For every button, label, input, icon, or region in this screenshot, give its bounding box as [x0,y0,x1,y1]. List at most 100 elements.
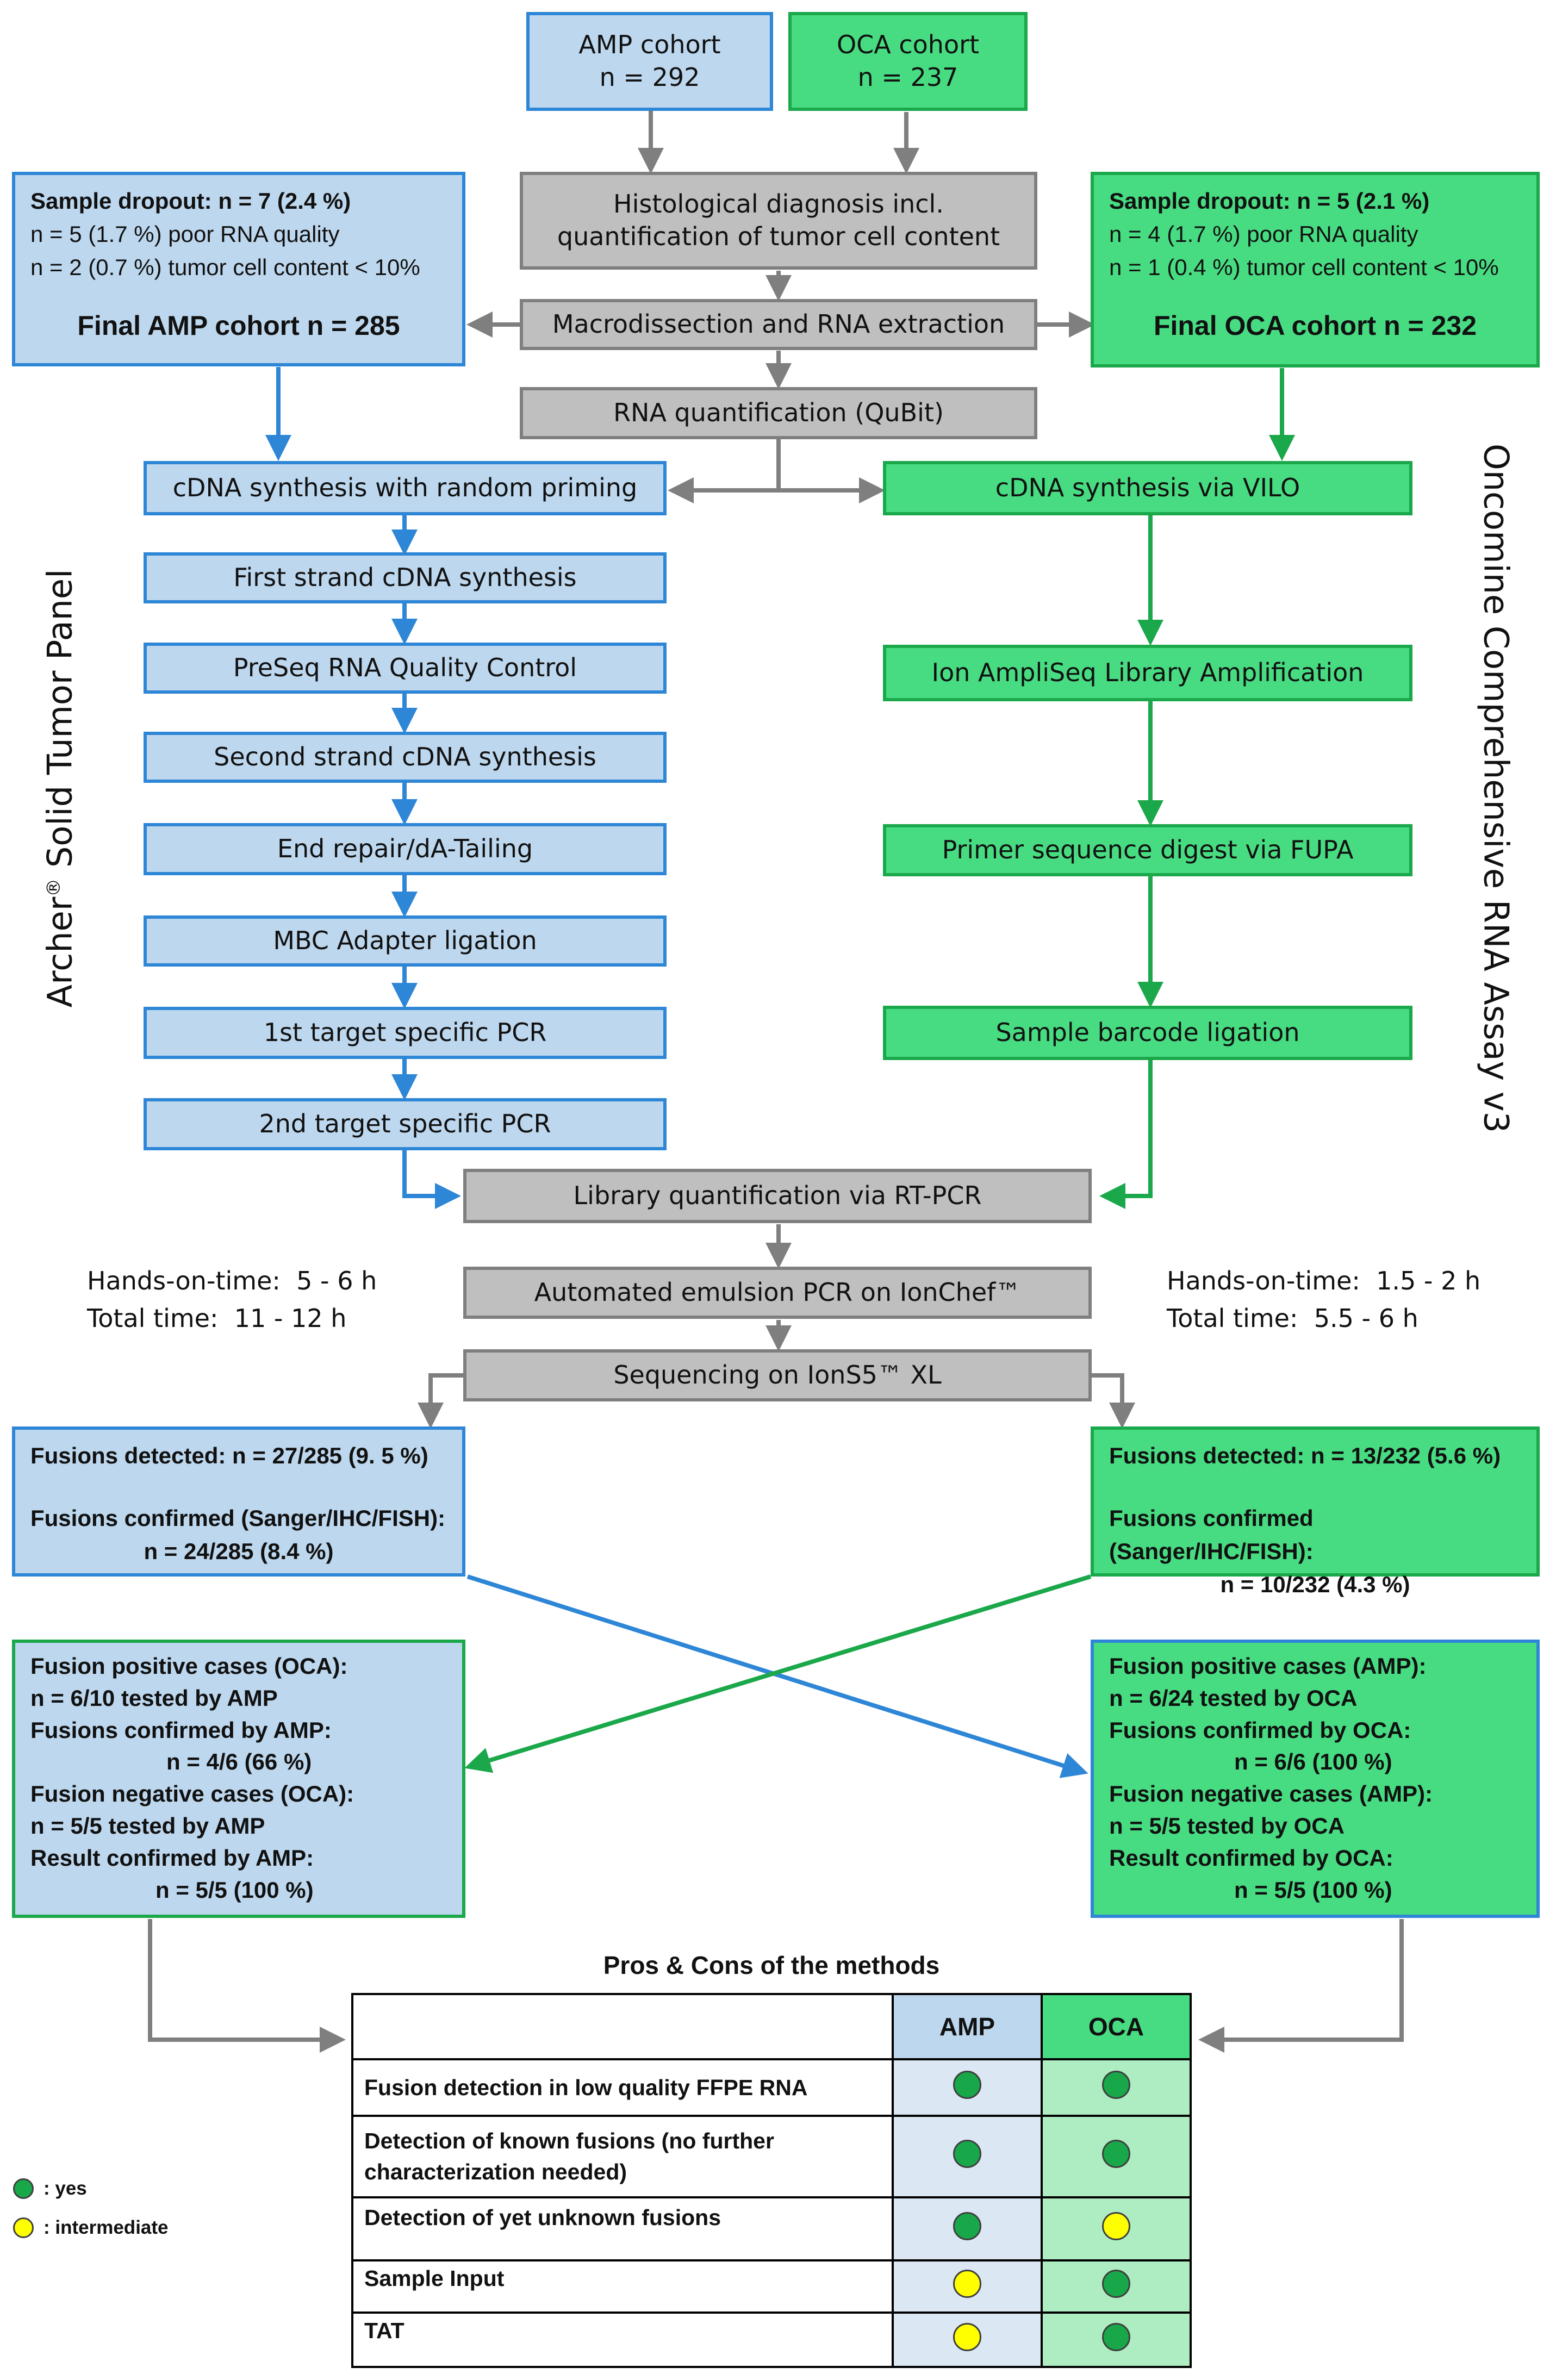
amp-step-1st-pcr: 1st target specific PCR [144,1007,667,1059]
amp-fusions-detected: Fusions detected: n = 27/285 (9. 5 %) [30,1443,428,1468]
oca-times: Hands-on-time: 1.5 - 2 h Total time: 5.5… [1167,1262,1480,1337]
oca-hands-on-time: Hands-on-time: 1.5 - 2 h [1167,1266,1481,1295]
right-cross-line: Fusion negative cases (AMP): [1109,1781,1433,1807]
oca-cohort-n: n = 237 [857,63,959,92]
table-row-label: Detection of known fusions (no further c… [351,2115,894,2198]
oca-panel-text: Oncomine Comprehensive RNA Assay v3 [1476,443,1516,1133]
amp-step-1st-pcr-label: 1st target specific PCR [263,1018,547,1048]
yes-dot-icon [1102,2323,1130,2351]
oca-cohort-box: OCA cohort n = 237 [788,12,1028,111]
amp-step-end-repair: End repair/dA-Tailing [144,823,667,875]
table-cell-oca [1041,2312,1192,2368]
amp-step-mbc-adapter-label: MBC Adapter ligation [273,926,537,956]
legend-yes: : yes [13,2178,87,2200]
right-cross-line: Fusions confirmed by OCA: [1109,1717,1411,1743]
table-row: Sample Input [351,2259,1192,2314]
histology-box: Histological diagnosis incl. quantificat… [520,172,1037,270]
table-row-label: TAT [351,2312,894,2368]
sequencing-label: Sequencing on IonS5™ XL [613,1360,942,1390]
table-row: Detection of yet unknown fusions [351,2196,1192,2261]
arrow-oca-cross [464,1574,1092,1773]
right-cross-line: n = 6/6 (100 %) [1234,1749,1392,1775]
amp-panel-prefix: Archer [40,896,80,1008]
yes-legend-icon [13,2178,34,2199]
amp-panel-reg: ® [42,878,65,897]
oca-step-fupa: Primer sequence digest via FUPA [883,824,1412,876]
table-header-blank [351,1993,894,2060]
yes-dot-icon [1102,2140,1130,2168]
table-header-oca: OCA [1041,1993,1192,2060]
oca-dropout-line2: n = 1 (0.4 %) tumor cell content < 10% [1109,254,1499,280]
table-row-label: Fusion detection in low quality FFPE RNA [351,2058,894,2117]
intermediate-dot-icon [953,2323,981,2351]
oca-final-cohort: Final OCA cohort n = 232 [1153,310,1477,341]
amp-dropout-line2: n = 2 (0.7 %) tumor cell content < 10% [30,254,420,280]
oca-step-cdna: cDNA synthesis via VILO [883,461,1412,515]
table-row-label: Sample Input [351,2259,894,2314]
table-cell-oca [1041,2058,1192,2117]
table-row: TAT [351,2312,1192,2368]
amp-step-second-strand-label: Second strand cDNA synthesis [214,742,596,772]
amp-cohort-box: AMP cohort n = 292 [526,12,773,111]
intermediate-legend-icon [13,2217,34,2238]
macrodissection-label: Macrodissection and RNA extraction [552,309,1005,339]
oca-panel-label: Oncomine Comprehensive RNA Assay v3 [1477,444,1516,1133]
amp-step-first-strand: First strand cDNA synthesis [144,552,667,603]
oca-step-fupa-label: Primer sequence digest via FUPA [942,835,1354,865]
oca-fusions-confirmed: Fusions confirmed (Sanger/IHC/FISH): [1109,1505,1314,1564]
table-row-label-line1: Detection of known fusions (no further [364,2128,774,2153]
arrow-right-cross-to-table [1198,1919,1404,2053]
table-cell-amp [892,2115,1043,2198]
library-quantification-label: Library quantification via RT-PCR [573,1181,982,1211]
table-cell-amp [892,2312,1043,2368]
emulsion-pcr-box: Automated emulsion PCR on IonChef™ [463,1267,1092,1319]
yes-dot-icon [953,2071,981,2099]
oca-fusions-detected: Fusions detected: n = 13/232 (5.6 %) [1109,1443,1501,1468]
intermediate-dot-icon [1102,2212,1130,2240]
pros-cons-table: AMP OCA Fusion detection in low quality … [351,1993,1192,2368]
legend-intermediate: : intermediate [13,2217,169,2239]
amp-panel-label: Archer® Solid Tumor Panel [40,569,80,1008]
rna-quantification-box: RNA quantification (QuBit) [520,387,1037,439]
left-cross-line: n = 5/5 (100 %) [155,1877,314,1903]
amp-hands-on-time: Hands-on-time: 5 - 6 h [87,1266,377,1295]
amp-step-second-strand: Second strand cDNA synthesis [144,732,667,783]
legend-yes-label: : yes [43,2178,87,2199]
right-cross-line: Result confirmed by OCA: [1109,1845,1393,1871]
amp-step-cdna-label: cDNA synthesis with random priming [172,473,638,503]
oca-step-ampliseq: Ion AmpliSeq Library Amplification [883,645,1412,701]
left-cross-line: Fusions confirmed by AMP: [30,1717,332,1743]
oca-fusions-box: Fusions detected: n = 13/232 (5.6 %) Fus… [1091,1426,1540,1597]
table-row: Fusion detection in low quality FFPE RNA [351,2058,1192,2117]
amp-times: Hands-on-time: 5 - 6 h Total time: 11 - … [87,1262,377,1337]
table-row-label: Detection of yet unknown fusions [351,2196,894,2261]
oca-total-time: Total time: 5.5 - 6 h [1167,1304,1418,1333]
arrow-oca-to-libquant [1099,1060,1153,1209]
table-cell-amp [892,2058,1043,2117]
amp-step-preseq-label: PreSeq RNA Quality Control [233,653,577,683]
amp-fusions-confirmed-n: n = 24/285 (8.4 %) [144,1538,334,1564]
histology-line1: Histological diagnosis incl. [613,189,944,219]
left-cross-line: n = 4/6 (66 %) [166,1749,312,1775]
oca-step-barcode: Sample barcode ligation [883,1006,1412,1060]
table-cell-oca [1041,2115,1192,2198]
left-cross-line: Fusion positive cases (OCA): [30,1653,348,1679]
amp-step-first-strand-label: First strand cDNA synthesis [233,563,577,593]
pros-cons-title: Pros & Cons of the methods [603,1951,940,1979]
oca-step-barcode-label: Sample barcode ligation [995,1018,1300,1048]
amp-fusions-confirmed: Fusions confirmed (Sanger/IHC/FISH): [30,1505,446,1531]
histology-line2: quantification of tumor cell content [557,222,1000,251]
yes-dot-icon [953,2212,981,2240]
legend-intermediate-label: : intermediate [43,2217,169,2238]
table-cell-amp [892,2196,1043,2261]
yes-dot-icon [953,2140,981,2168]
right-cross-line: n = 5/5 (100 %) [1234,1877,1392,1903]
amp-step-preseq: PreSeq RNA Quality Control [144,643,667,694]
right-cross-line: n = 5/5 tested by OCA [1109,1812,1345,1839]
amp-dropout-line1: n = 5 (1.7 %) poor RNA quality [30,221,340,247]
oca-step-cdna-label: cDNA synthesis via VILO [995,473,1300,503]
table-row: Detection of known fusions (no further c… [351,2115,1192,2198]
library-quantification-box: Library quantification via RT-PCR [463,1169,1092,1223]
amp-cohort-n: n = 292 [599,63,700,92]
